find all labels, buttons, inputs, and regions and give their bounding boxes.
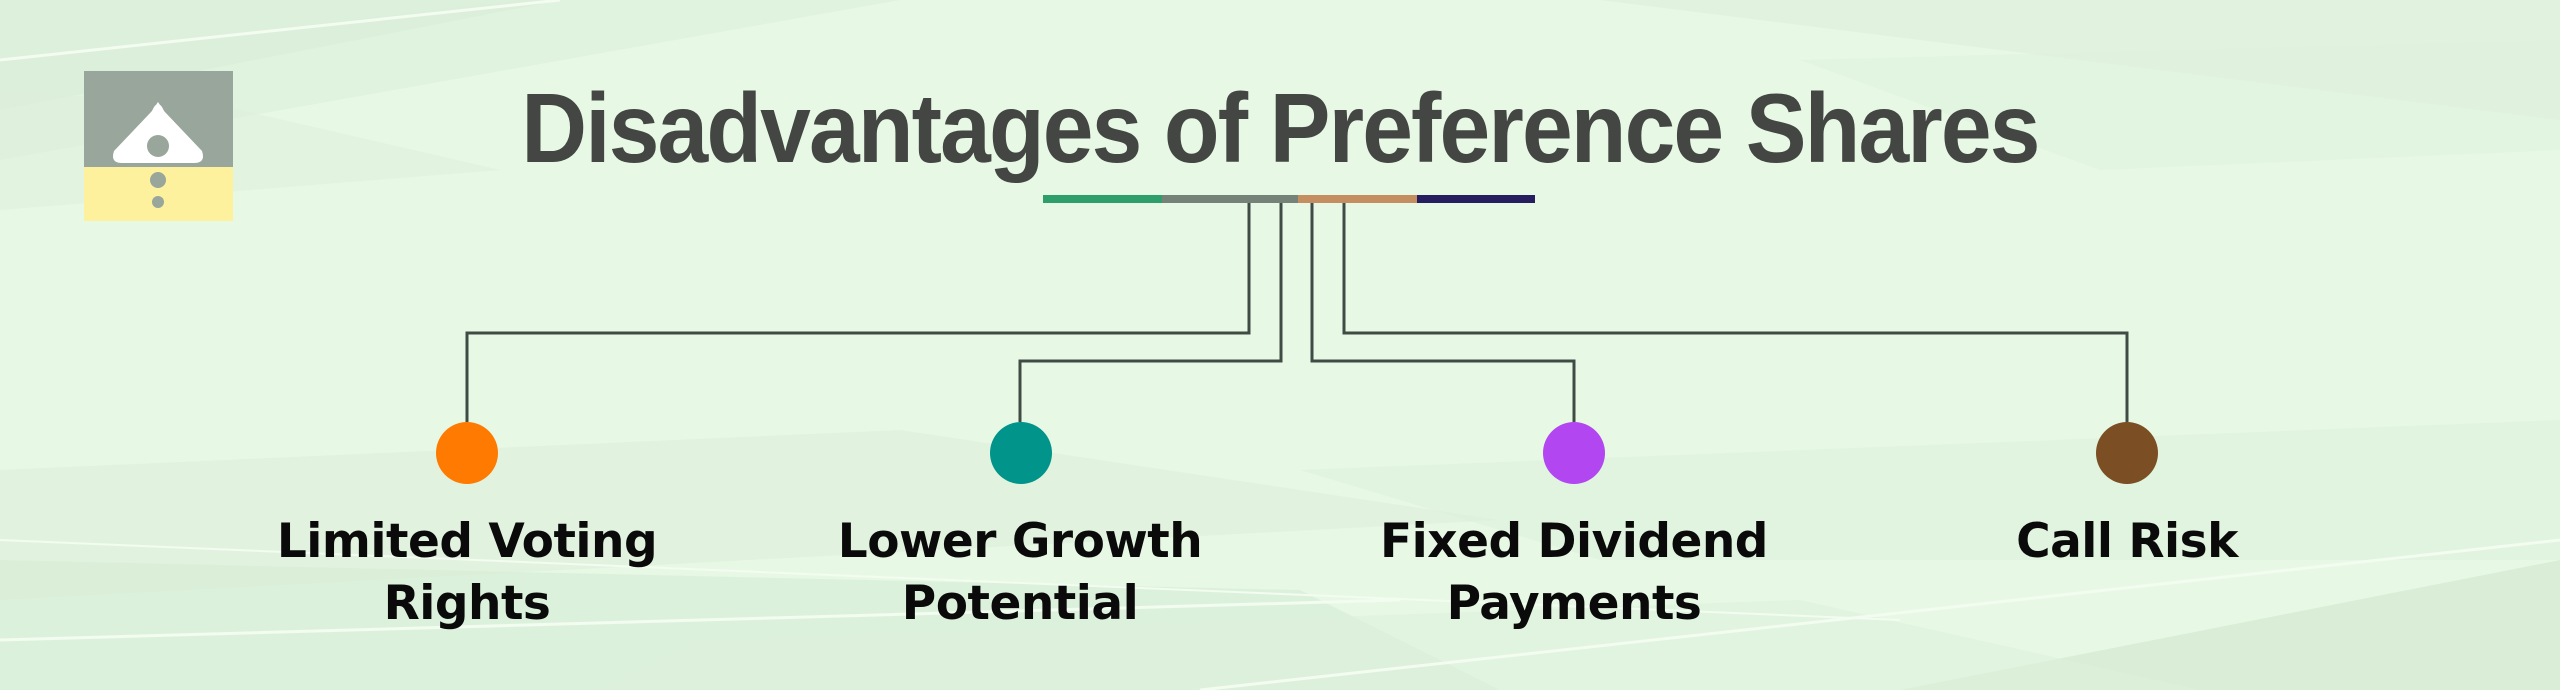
underline-segment-4 bbox=[1417, 195, 1535, 203]
warning-triangle-icon bbox=[84, 71, 233, 221]
node-dot-call-risk bbox=[2096, 422, 2158, 484]
item-label-line2: Rights bbox=[383, 576, 551, 631]
connector-line-1 bbox=[465, 203, 1251, 422]
item-label-fixed-dividend: Fixed Dividend Payments bbox=[1344, 511, 1804, 635]
underline-segment-2 bbox=[1162, 195, 1298, 203]
node-dot-limited-voting bbox=[436, 422, 498, 484]
title-underline bbox=[1043, 195, 1535, 203]
item-label-line1: Limited Voting bbox=[276, 514, 658, 569]
underline-segment-1 bbox=[1043, 195, 1162, 203]
item-label-lower-growth: Lower Growth Potential bbox=[790, 511, 1250, 635]
underline-segment-3 bbox=[1298, 195, 1417, 203]
item-label-line2: Payments bbox=[1446, 576, 1702, 631]
node-dot-fixed-dividend bbox=[1543, 422, 1605, 484]
connector-line-3 bbox=[1310, 203, 1576, 422]
item-label-line1: Fixed Dividend bbox=[1380, 514, 1768, 569]
connector-line-4 bbox=[1342, 203, 2129, 422]
item-label-call-risk: Call Risk bbox=[1897, 511, 2357, 573]
node-dot-lower-growth bbox=[990, 422, 1052, 484]
item-label-limited-voting: Limited Voting Rights bbox=[237, 511, 697, 635]
page-title: Disadvantages of Preference Shares bbox=[521, 73, 2040, 183]
item-label-line2: Potential bbox=[901, 576, 1139, 631]
item-label-line1: Call Risk bbox=[2016, 514, 2238, 569]
item-label-line1: Lower Growth bbox=[837, 514, 1203, 569]
connector-line-2 bbox=[1018, 203, 1283, 422]
